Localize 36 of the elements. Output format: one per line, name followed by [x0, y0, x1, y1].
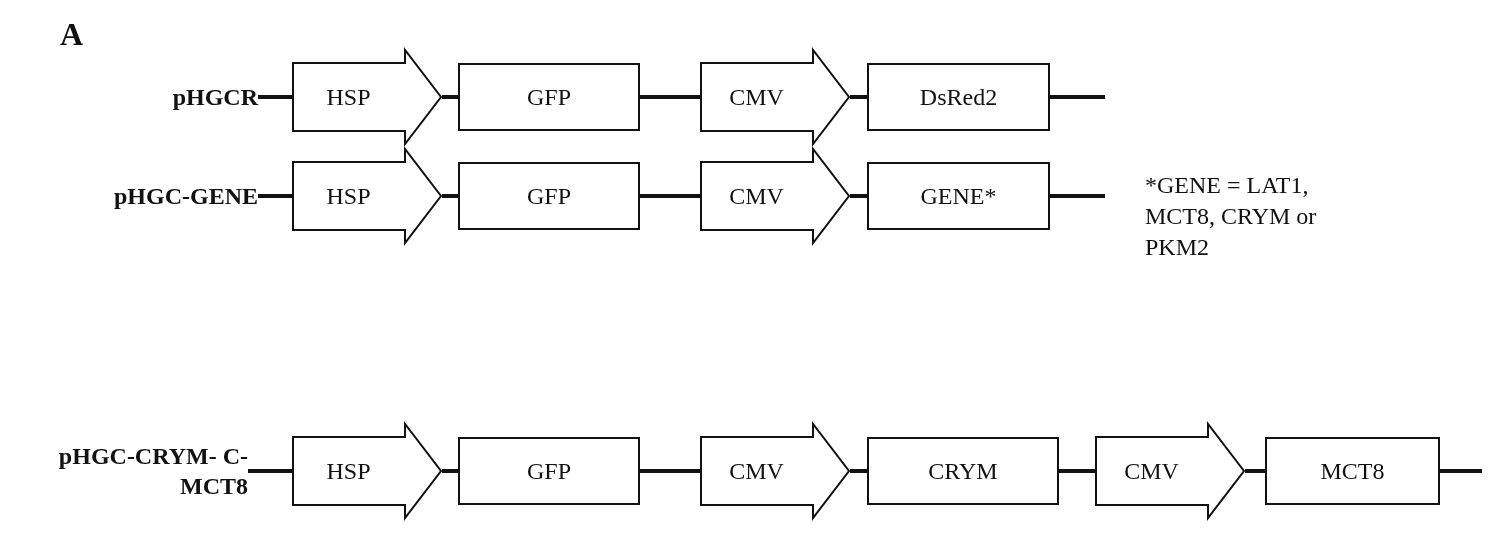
backbone-line: [1440, 469, 1482, 473]
promoter-element: HSP: [292, 423, 442, 519]
promoter-element: HSP: [292, 148, 442, 244]
promoter-element: CMV: [700, 148, 850, 244]
gene-box: GENE*: [867, 162, 1050, 230]
panel-letter: A: [60, 15, 85, 54]
promoter-element: CMV: [1095, 423, 1245, 519]
backbone-line: [1059, 469, 1095, 473]
construct-name: pHGC-CRYM- C-MCT8: [10, 439, 248, 503]
backbone-line: [442, 95, 458, 99]
backbone-line: [258, 194, 292, 198]
gene-box: GFP: [458, 437, 640, 505]
promoter-element: CMV: [700, 423, 850, 519]
backbone-line: [1050, 194, 1105, 198]
backbone-line: [640, 95, 700, 99]
footnote: *GENE = LAT1, MCT8, CRYM or PKM2: [1145, 171, 1318, 263]
backbone-line: [258, 95, 292, 99]
gene-box: GFP: [458, 63, 640, 131]
gene-box: GFP: [458, 162, 640, 230]
backbone-line: [850, 194, 867, 198]
gene-box: DsRed2: [867, 63, 1050, 131]
backbone-line: [1245, 469, 1265, 473]
gene-box: CRYM: [867, 437, 1059, 505]
backbone-line: [640, 469, 700, 473]
backbone-line: [850, 469, 867, 473]
backbone-line: [442, 194, 458, 198]
backbone-line: [248, 469, 292, 473]
backbone-line: [850, 95, 867, 99]
gene-box: MCT8: [1265, 437, 1440, 505]
backbone-line: [1050, 95, 1105, 99]
construct-name: pHGCR: [10, 81, 258, 113]
promoter-element: CMV: [700, 49, 850, 145]
backbone-line: [640, 194, 700, 198]
backbone-line: [442, 469, 458, 473]
promoter-element: HSP: [292, 49, 442, 145]
construct-name: pHGC-GENE: [10, 180, 258, 212]
